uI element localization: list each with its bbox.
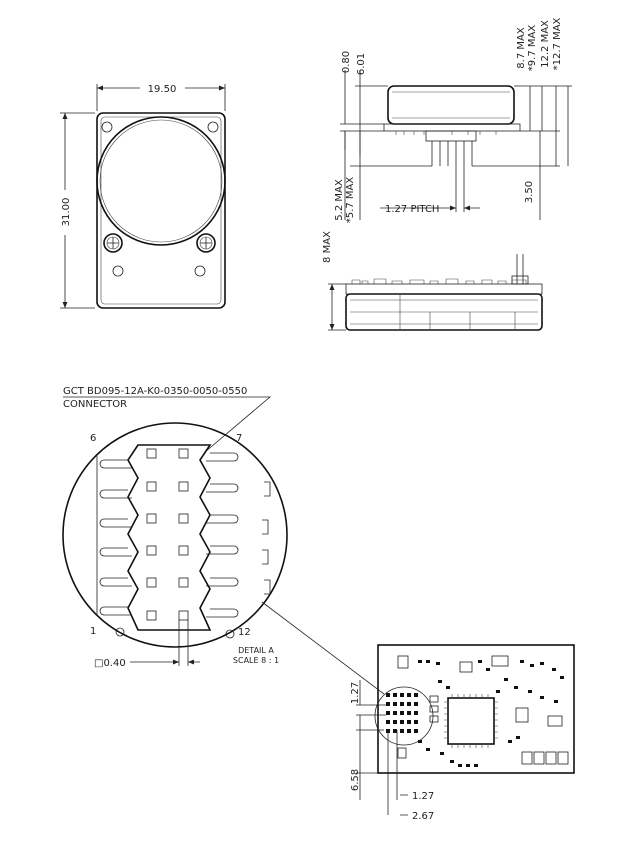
pin-6-label: 6 — [90, 433, 96, 444]
side-view: 0.80 6.01 5.2 MAX *5.7 MAX 1.27 PITCH 8.… — [334, 17, 572, 223]
dim-122-max: 12.2 MAX — [540, 20, 551, 68]
dim-pitch: 1.27 PITCH — [385, 204, 439, 215]
pcb-view: 1.27 6.58 1.27 2.67 — [350, 644, 575, 822]
corner-hole-top-right — [207, 121, 219, 133]
dim-pcb-127-h: 1.27 — [412, 791, 434, 802]
side2-pins — [516, 254, 524, 284]
connector-pins-right — [206, 452, 239, 618]
top-view: 19.50 31.00 — [60, 84, 226, 309]
dim-080: 0.80 — [341, 51, 352, 73]
sensor-window — [96, 116, 226, 246]
pin-7-label: 7 — [236, 433, 242, 444]
screw-icon — [103, 233, 123, 253]
dim-pcb-127-v: 1.27 — [350, 682, 361, 704]
dim-pcb-658: 6.58 — [350, 769, 361, 791]
pcb-outline — [377, 644, 575, 774]
dim-127-max: *12.7 MAX — [552, 17, 563, 70]
dim-pcb-267: 2.67 — [412, 811, 434, 822]
side2-components — [351, 278, 527, 284]
side-view-2: 8 MAX — [322, 231, 543, 331]
side-pcb — [383, 123, 521, 132]
connector-pads — [146, 448, 189, 621]
corner-hole-top-left — [101, 121, 113, 133]
connector-label: CONNECTOR — [63, 399, 127, 410]
header-pins — [431, 141, 473, 166]
screw-icon — [196, 233, 216, 253]
header-block — [425, 130, 477, 142]
connector-body — [127, 444, 212, 631]
pcb-smd-pads — [418, 660, 564, 767]
dim-52-max: 5.2 MAX — [334, 179, 345, 221]
detail-scale: SCALE 8 : 1 — [233, 656, 279, 665]
dim-8-max: 8 MAX — [322, 231, 333, 263]
dim-57-max: *5.7 MAX — [345, 177, 356, 224]
side2-pcb — [345, 283, 543, 295]
dim-97-max: *9.7 MAX — [527, 25, 538, 72]
main-ic — [447, 697, 495, 745]
connector-pins-left — [99, 459, 132, 616]
connector-part: GCT BD095-12A-K0-0350-0050-0550 — [63, 386, 247, 397]
dim-601: 6.01 — [356, 53, 367, 75]
detail-circle — [62, 422, 288, 648]
dim-width: 19.50 — [148, 84, 177, 95]
dim-87-max: 8.7 MAX — [516, 27, 527, 69]
dim-height: 31.00 — [61, 198, 72, 227]
pin-1-label: 1 — [90, 626, 96, 637]
dim-350: 3.50 — [524, 181, 535, 203]
pin-12-label: 12 — [238, 627, 251, 638]
connector-detail: GCT BD095-12A-K0-0350-0050-0550 CONNECTO… — [62, 386, 385, 695]
mount-hole-left — [112, 265, 124, 277]
sensor-window-inner — [99, 119, 223, 243]
module-outline — [96, 112, 226, 309]
pcb-components — [397, 655, 569, 765]
pcb-header-pads — [386, 693, 418, 733]
mount-hole-right — [194, 265, 206, 277]
side2-housing — [345, 293, 543, 331]
dim-pad-size: □0.40 — [94, 658, 126, 669]
detail-label: DETAIL A — [238, 646, 274, 655]
